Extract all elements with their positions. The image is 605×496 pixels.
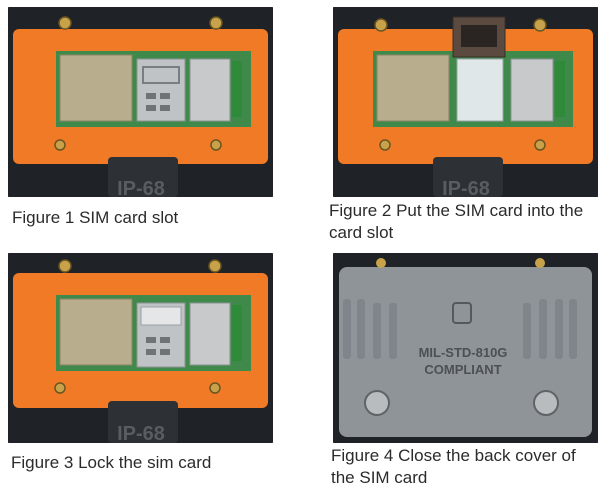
figure-2-insert-card-photo: IP-68 xyxy=(333,7,598,197)
figure-2-caption: Figure 2 Put the SIM card into the card … xyxy=(329,201,584,242)
housing-label: IP-68 xyxy=(117,423,165,443)
screw-icon xyxy=(209,382,221,394)
cover-text-line2: COMPLIANT xyxy=(424,362,501,377)
housing-label: IP-68 xyxy=(117,178,165,197)
housing-label: IP-68 xyxy=(442,178,490,197)
screw-icon xyxy=(58,16,72,30)
lock-icon xyxy=(452,302,472,324)
screw-icon xyxy=(374,18,388,32)
screw-icon xyxy=(364,390,390,416)
screw-icon xyxy=(209,16,223,30)
screw-icon xyxy=(208,259,222,273)
screw-icon xyxy=(376,258,386,268)
screw-icon xyxy=(535,258,545,268)
screw-icon xyxy=(54,139,66,151)
screw-icon xyxy=(379,139,391,151)
screw-icon xyxy=(533,390,559,416)
figure-1-sim-slot-photo: IP-68 xyxy=(8,7,273,197)
figure-3-lock-card-photo: IP-68 xyxy=(8,253,273,443)
figure-4-back-cover-photo: MIL-STD-810G COMPLIANT xyxy=(333,253,598,443)
figure-3-caption: Figure 3 Lock the sim card xyxy=(11,453,212,472)
figure-1-caption: Figure 1 SIM card slot xyxy=(12,208,179,227)
cover-text-line1: MIL-STD-810G xyxy=(419,345,508,360)
screw-icon xyxy=(533,18,547,32)
screw-icon xyxy=(54,382,66,394)
figure-4-caption: Figure 4 Close the back cover of the SIM… xyxy=(331,446,576,487)
screw-icon xyxy=(534,139,546,151)
screw-icon xyxy=(58,259,72,273)
screw-icon xyxy=(210,139,222,151)
